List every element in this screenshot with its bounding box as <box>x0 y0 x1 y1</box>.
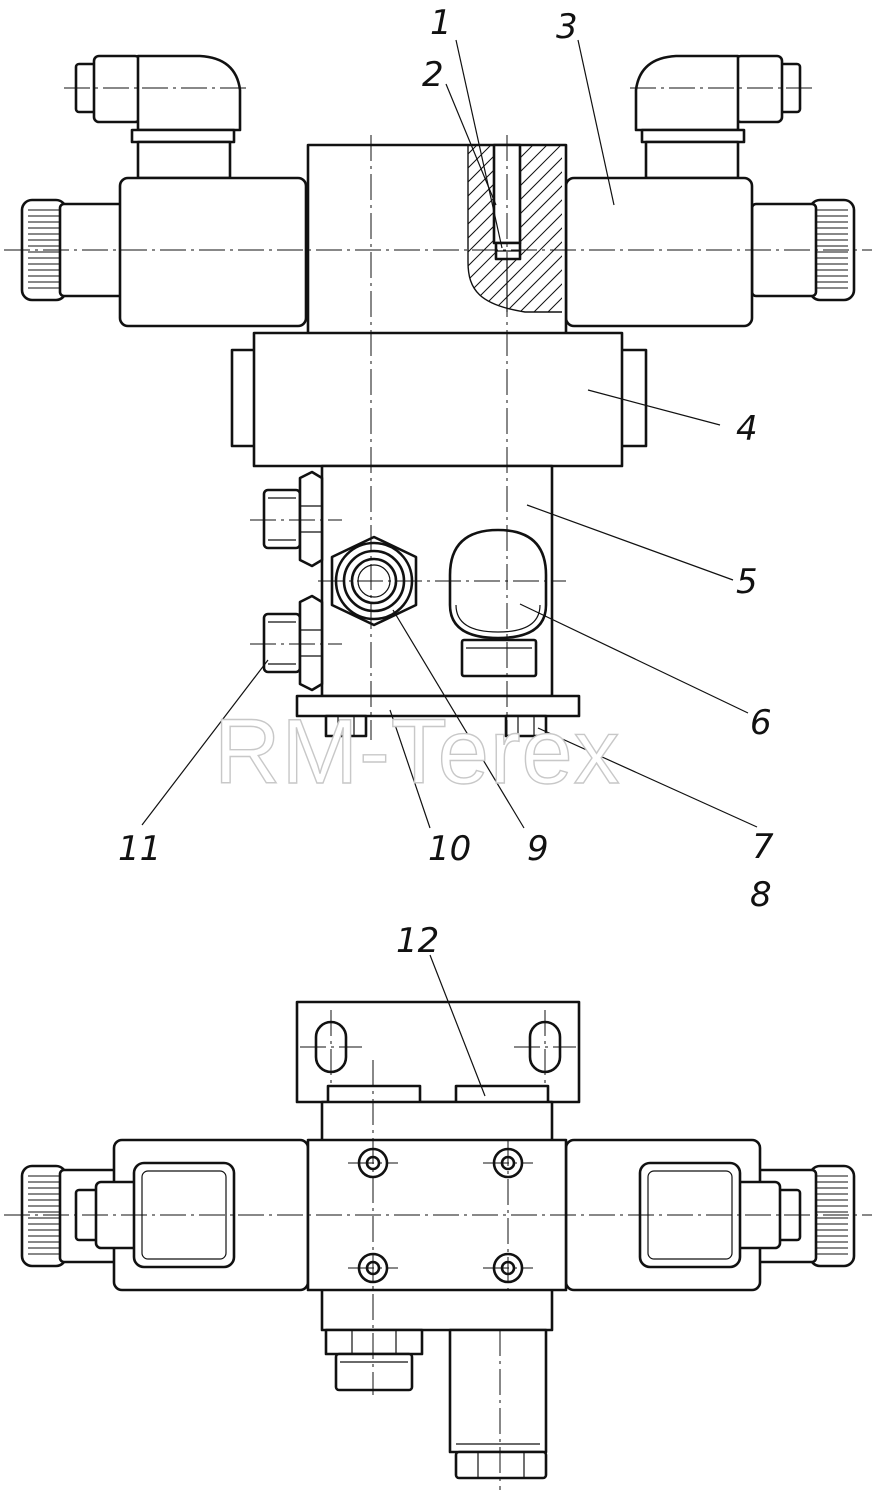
bottom-view <box>4 1000 872 1490</box>
bottom-plug-fitting <box>324 1328 424 1392</box>
section-hatch-line <box>468 145 562 312</box>
left-plug-connector <box>74 54 242 180</box>
callout-9: 9 <box>527 829 549 869</box>
section-hatch-line <box>505 145 562 312</box>
callout-6: 6 <box>750 703 772 743</box>
front-view-center-lines <box>4 87 872 740</box>
intermediate-plate <box>230 331 648 468</box>
plug-upper-left <box>262 470 324 568</box>
callout-labels: 1 2 3 4 5 6 7 8 9 10 11 12 <box>118 3 774 961</box>
bottom-view-center-lines <box>4 1010 872 1490</box>
right-solenoid-coil <box>564 176 856 328</box>
left-knurl <box>28 209 60 289</box>
elbow-fitting <box>448 528 548 678</box>
right-knurl <box>816 209 848 289</box>
bottom-elbow-fitting <box>448 1328 548 1480</box>
left-solenoid-coil <box>20 176 308 328</box>
callout-1: 1 <box>430 3 452 43</box>
callout-4: 4 <box>736 409 758 449</box>
callout-8: 8 <box>750 875 772 915</box>
section-hatch-line <box>519 145 562 312</box>
right-plug-connector <box>634 54 802 180</box>
plug-lower-left <box>262 594 324 692</box>
callout-5: 5 <box>736 562 758 602</box>
callout-10: 10 <box>428 829 471 869</box>
watermark: RM-Terex <box>214 701 621 803</box>
callout-7: 7 <box>752 827 774 867</box>
bottom-left-knurl <box>28 1175 60 1255</box>
bolt-right <box>504 714 548 738</box>
section-hatch-line <box>468 145 506 312</box>
bottom-flange <box>295 694 581 718</box>
section-hatch-line <box>468 145 562 312</box>
leader-lines <box>141 39 758 1097</box>
mounting-bracket <box>295 1000 581 1106</box>
bottom-right-knurl <box>816 1175 848 1255</box>
callout-11: 11 <box>118 829 161 869</box>
callout-3: 3 <box>556 7 578 47</box>
section-hatch-line <box>468 145 520 312</box>
section-hatch-line <box>477 145 562 312</box>
callout-12: 12 <box>396 921 439 961</box>
bolt-left <box>324 714 368 738</box>
callout-2: 2 <box>422 55 444 95</box>
section-hatch-line <box>468 145 562 312</box>
front-view <box>4 54 872 740</box>
section-hatch-line <box>491 145 562 312</box>
section-hatch-line <box>468 145 562 312</box>
section-hatch-line <box>533 145 562 312</box>
